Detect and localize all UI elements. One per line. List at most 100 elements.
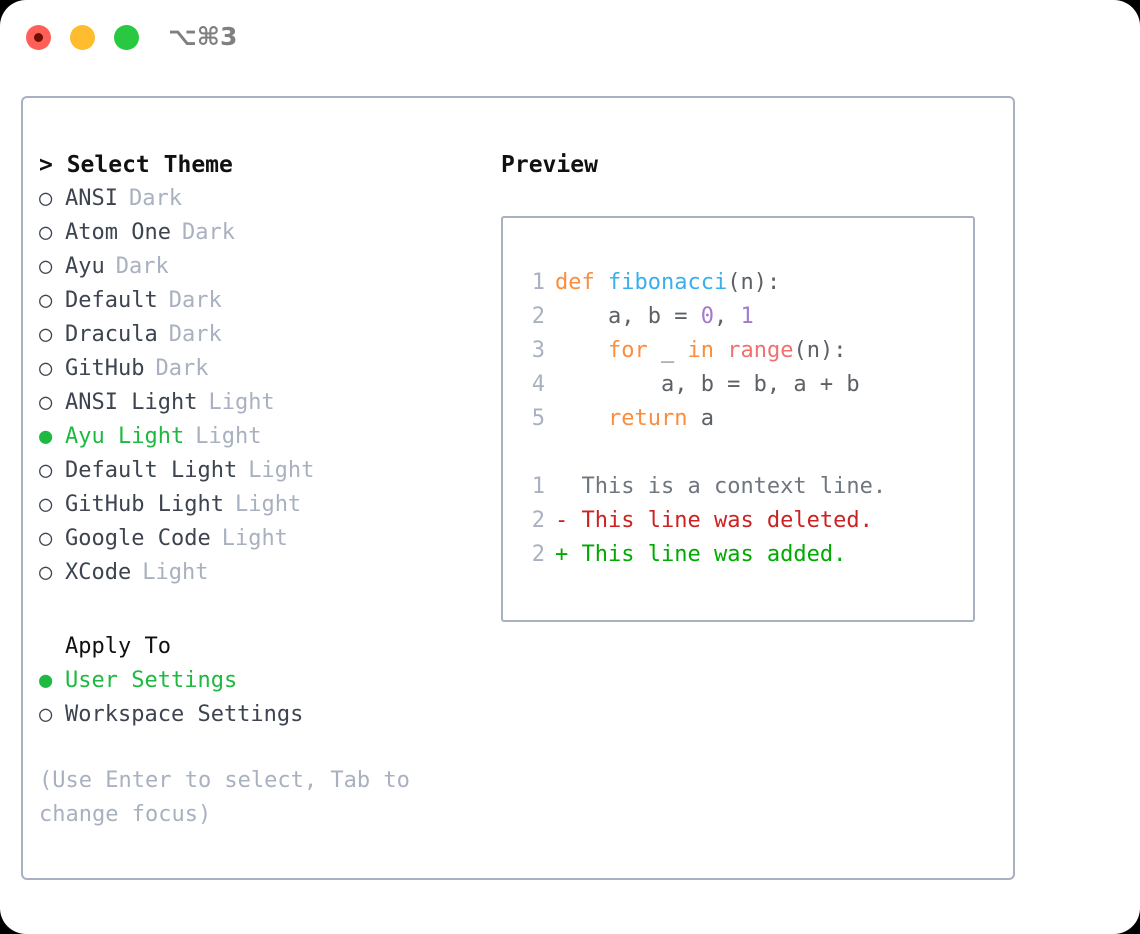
theme-option-dracula[interactable]: ○ Dracula Dark <box>39 318 479 352</box>
diff-sign: + <box>555 542 582 567</box>
minimize-window-icon[interactable] <box>70 25 95 50</box>
code-line-number: 5 <box>531 406 545 431</box>
code-token: for <box>607 338 648 363</box>
theme-option-kind-badge: Light <box>195 424 262 449</box>
theme-option-kind-badge: Light <box>208 390 275 415</box>
code-token: fibonacci <box>607 270 728 295</box>
code-line-text: a, b = 0, 1 <box>555 300 754 334</box>
theme-option-kind-badge: Dark <box>155 356 209 381</box>
theme-option-ansi[interactable]: ○ ANSI Dark <box>39 182 479 216</box>
theme-option-label: Google Code <box>65 526 211 551</box>
code-token: range <box>727 338 794 363</box>
theme-option-label: Ayu <box>65 254 105 279</box>
code-token: , <box>713 304 741 329</box>
window-title-shortcut: ⌥⌘3 <box>168 22 238 51</box>
theme-option-kind-badge: Light <box>142 560 209 585</box>
code-line-number: 1 <box>531 270 545 295</box>
code-token: return <box>607 406 688 431</box>
theme-option-label: Ayu Light <box>65 424 185 449</box>
code-line-text: for _ in range(n): <box>555 334 846 368</box>
radio-unselected-icon: ○ <box>39 560 53 585</box>
radio-unselected-icon: ○ <box>39 458 53 483</box>
diff-line: 2+ This line was added. <box>515 538 969 572</box>
theme-option-ayu-light[interactable]: ● Ayu Light Light <box>39 420 479 454</box>
traffic-light-buttons <box>26 25 139 50</box>
theme-option-label: ANSI <box>65 186 118 211</box>
radio-selected-icon: ● <box>39 424 53 449</box>
theme-option-label: Default <box>65 288 158 313</box>
apply-to-list: ●User Settings○Workspace Settings <box>39 664 479 732</box>
code-line-number: 4 <box>531 372 545 397</box>
code-line-text: def fibonacci(n): <box>555 266 780 300</box>
theme-option-label: Default Light <box>65 458 238 483</box>
diff-line: 1 This is a context line. <box>515 470 969 504</box>
code-line: 1 def fibonacci(n): <box>515 266 969 300</box>
diff-line-number: 1 <box>531 474 545 499</box>
apply-to-section: Apply To ●User Settings○Workspace Settin… <box>39 630 479 732</box>
code-token: 1 <box>740 304 754 329</box>
code-line: 2 a, b = 0, 1 <box>515 300 969 334</box>
theme-option-label: ANSI Light <box>65 390 198 415</box>
radio-unselected-icon: ○ <box>39 390 53 415</box>
theme-option-atom-one[interactable]: ○ Atom One Dark <box>39 216 479 250</box>
theme-option-label: GitHub <box>65 356 145 381</box>
code-token: a, b = <box>555 304 701 329</box>
maximize-window-icon[interactable] <box>114 25 139 50</box>
code-token: (n): <box>793 338 847 363</box>
diff-line-number: 2 <box>531 508 545 533</box>
code-line: 4 a, b = b, a + b <box>515 368 969 402</box>
theme-option-kind-badge: Dark <box>115 254 169 279</box>
radio-unselected-icon: ○ <box>39 526 53 551</box>
apply-to-option-user-settings[interactable]: ●User Settings <box>39 664 479 698</box>
apply-to-option-workspace-settings[interactable]: ○Workspace Settings <box>39 698 479 732</box>
diff-line-number: 2 <box>531 542 545 567</box>
diff-sample: 1 This is a context line.2- This line wa… <box>515 470 969 572</box>
theme-option-label: Dracula <box>65 322 158 347</box>
theme-option-label: GitHub Light <box>65 492 224 517</box>
code-token <box>555 338 608 363</box>
code-line-number: 2 <box>531 304 545 329</box>
code-token: 0 <box>700 304 714 329</box>
theme-option-kind-badge: Dark <box>181 220 235 245</box>
radio-unselected-icon: ○ <box>39 322 53 347</box>
diff-line-text: This line was deleted. <box>581 508 873 533</box>
code-line: 5 return a <box>515 402 969 436</box>
diff-sign <box>555 470 582 504</box>
code-line-text: a, b = b, a + b <box>555 368 860 402</box>
close-window-icon[interactable] <box>26 25 51 50</box>
radio-unselected-icon: ○ <box>39 288 53 313</box>
theme-option-ansi-light[interactable]: ○ ANSI Light Light <box>39 386 479 420</box>
theme-option-kind-badge: Light <box>248 458 315 483</box>
theme-option-kind-badge: Dark <box>128 186 182 211</box>
theme-option-kind-badge: Dark <box>168 322 222 347</box>
preview-header: Preview <box>501 152 598 178</box>
radio-selected-icon: ● <box>39 668 53 693</box>
theme-option-default-light[interactable]: ○ Default Light Light <box>39 454 479 488</box>
diff-line-text: This is a context line. <box>581 474 887 499</box>
theme-option-kind-badge: Light <box>234 492 302 517</box>
code-token <box>555 406 608 431</box>
code-blank-separator <box>515 436 969 470</box>
theme-option-label: Atom One <box>65 220 171 245</box>
radio-unselected-icon: ○ <box>39 220 53 245</box>
code-token <box>714 338 727 363</box>
code-token: a <box>687 406 714 431</box>
select-theme-header: > Select Theme <box>39 152 233 178</box>
code-token: in <box>687 338 714 363</box>
radio-unselected-icon: ○ <box>39 186 53 211</box>
